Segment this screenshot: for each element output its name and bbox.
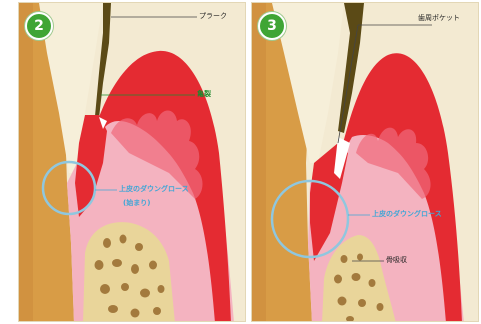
label-downgrowth-sub: (始まり) — [123, 199, 150, 208]
tooth-gum-illustration-stage-2 — [19, 3, 246, 322]
diagram-panel-stage-2: 2 プラーク 亀裂 上皮のダウングロース (始まり) — [18, 2, 246, 322]
diagram-panel-stage-3: 3 歯周ポケット 上皮のダウングロース 骨吸収 — [251, 2, 479, 322]
label-bone-resorption: 骨吸収 — [386, 256, 407, 265]
step-badge: 3 — [258, 12, 286, 40]
label-fissure: 亀裂 — [197, 90, 211, 99]
label-plaque: プラーク — [199, 12, 227, 21]
tooth-gum-illustration-stage-3 — [252, 3, 479, 322]
label-downgrowth: 上皮のダウングロース — [372, 210, 442, 219]
label-downgrowth: 上皮のダウングロース — [119, 185, 189, 194]
step-badge: 2 — [25, 12, 53, 40]
label-pocket: 歯周ポケット — [418, 14, 460, 23]
